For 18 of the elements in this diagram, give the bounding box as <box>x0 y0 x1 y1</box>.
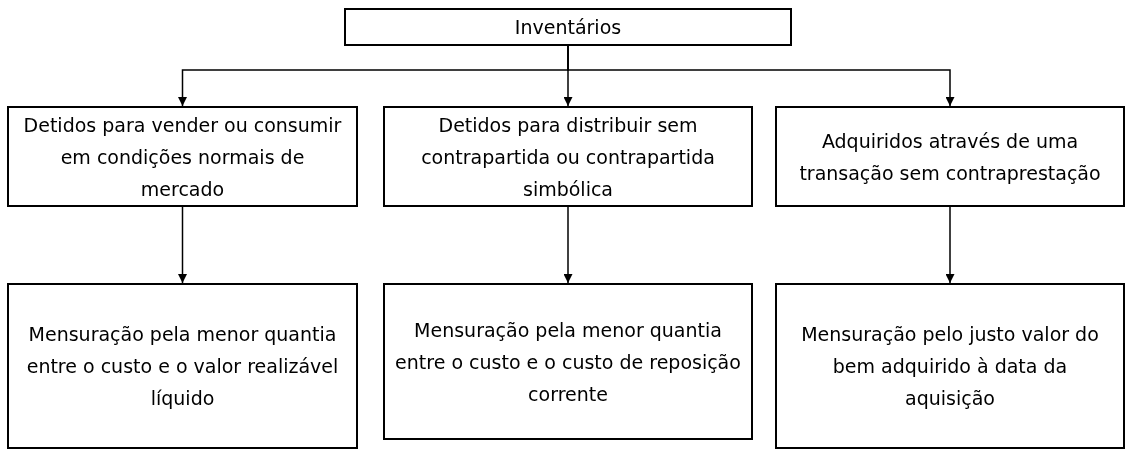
box-text: Adquiridos através de uma transação sem contraprestação <box>798 128 1102 186</box>
box-text: Mensuração pela menor quantia entre o custo e o custo de reposição corrente <box>395 317 741 407</box>
process-box <box>383 106 753 207</box>
box-text: Inventários <box>514 15 622 40</box>
process-box <box>7 283 358 449</box>
box-text: Mensuração pela menor quantia entre o custo e o valor realizável líquido <box>25 322 340 411</box>
process-box <box>344 8 792 46</box>
arrow <box>178 206 187 284</box>
box-text: Mensuração pelo justo valor do bem adquirido à data da aquisição <box>800 322 1100 411</box>
arrow <box>945 206 955 284</box>
arrow <box>563 206 573 284</box>
box-text: Detidos para distribuir sem contrapartida ou contrapartida simbólica <box>420 112 716 202</box>
process-box <box>383 283 753 440</box>
box-text: Detidos para vender ou consumir em condições normais de mercado <box>22 112 343 202</box>
process-box <box>775 106 1125 207</box>
process-box <box>7 106 358 207</box>
process-box <box>775 283 1125 449</box>
arrow <box>567 45 955 107</box>
